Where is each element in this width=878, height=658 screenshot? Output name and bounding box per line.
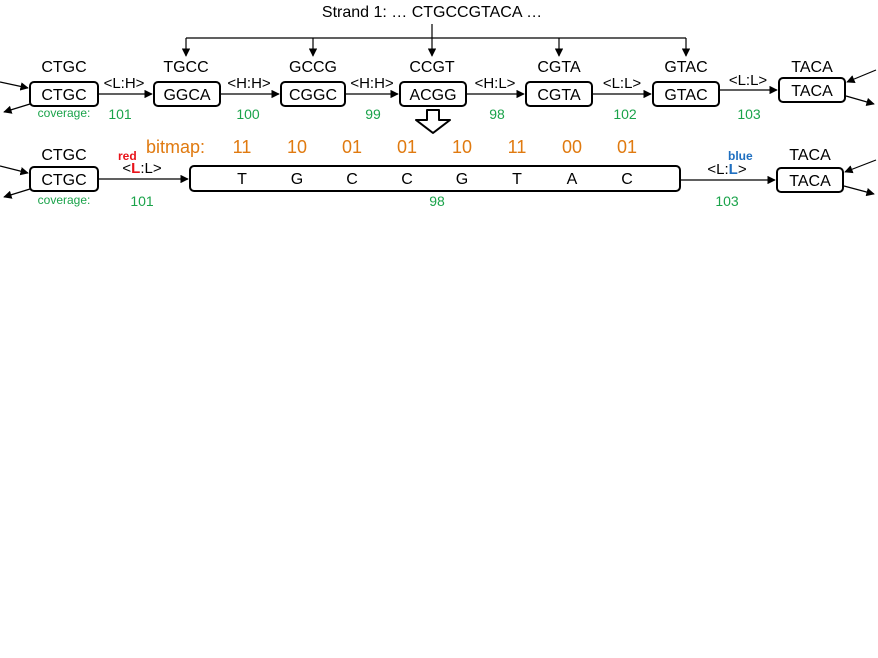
svg-text:TACA: TACA xyxy=(791,83,833,100)
row1-edge-label: <H:H> xyxy=(350,75,394,92)
sequence-base: T xyxy=(512,171,522,188)
row1-coverage-value: 98 xyxy=(489,106,505,122)
row1-coverage-value: 99 xyxy=(365,106,381,122)
row2-graph: CTGC TACA CTGC TACA T G C C G T A C xyxy=(0,147,877,209)
bitmap-value: 01 xyxy=(397,137,417,157)
row1-node-label: CGTA xyxy=(537,59,581,76)
bitmap-value: 11 xyxy=(233,137,252,157)
row1-node-label: CTGC xyxy=(41,59,86,76)
svg-text:CGGC: CGGC xyxy=(289,87,337,104)
row1-coverage-label: coverage: xyxy=(38,106,91,120)
bitmap-value: 00 xyxy=(562,137,582,157)
svg-text:CGTA: CGTA xyxy=(537,87,581,104)
svg-text:CTGC: CTGC xyxy=(41,172,86,189)
row2-node-label: CTGC xyxy=(41,147,86,164)
sequence-base: C xyxy=(621,171,633,188)
bitmap-value: 01 xyxy=(342,137,362,157)
row1-coverage-value: 103 xyxy=(737,106,761,122)
sequence-base: C xyxy=(346,171,358,188)
down-arrow-icon xyxy=(415,109,451,134)
row1-node-box: CTGC xyxy=(29,81,99,107)
sequence-base: A xyxy=(567,171,578,188)
row1-coverage-value: 101 xyxy=(108,106,132,122)
row1-edge-label: <H:L> xyxy=(475,75,516,92)
row1-node-box: CGGC xyxy=(280,81,346,107)
strand-title: Strand 1: … CTGCCGTACA … xyxy=(322,4,542,21)
row1-node-box: GGCA xyxy=(153,81,221,107)
row2-edge-label-left: <L:L> xyxy=(122,160,161,177)
row2-coverage-label: coverage: xyxy=(38,193,91,207)
row1-node-label: GCCG xyxy=(289,59,337,76)
bitmap-value: 11 xyxy=(508,137,527,157)
row1-node-label: CCGT xyxy=(409,59,455,76)
row2-node-box: CTGC xyxy=(29,166,99,192)
row2-node-box: TACA xyxy=(776,167,844,193)
row1-coverage-value: 102 xyxy=(613,106,637,122)
svg-text:TACA: TACA xyxy=(789,173,831,190)
row2-node-label: TACA xyxy=(789,147,831,164)
row2-coverage-value: 103 xyxy=(715,193,739,209)
row1-node-label: TACA xyxy=(791,59,833,76)
row2-edge-tag-blue: blue xyxy=(728,149,753,163)
bitmap-value: 10 xyxy=(287,137,307,157)
row1-node-box: ACGG xyxy=(399,81,467,107)
row1-node-box: GTAC xyxy=(652,81,720,107)
row1-graph: CTGC TGCC GCCG CCGT CGTA GTAC TACA CTGC … xyxy=(0,59,877,122)
row1-edge-label: <L:L> xyxy=(603,75,642,92)
row1-node-label: TGCC xyxy=(163,59,208,76)
bitmap-value: 10 xyxy=(452,137,472,157)
row1-edge-label: <H:H> xyxy=(227,75,271,92)
bitmap-value: 01 xyxy=(617,137,637,157)
row1-node-box: CGTA xyxy=(525,81,593,107)
sequence-base: G xyxy=(456,171,468,188)
row1-coverage-value: 100 xyxy=(236,106,260,122)
row2-coverage-value: 98 xyxy=(429,193,445,209)
bitmap-row: bitmap: 11 10 01 01 10 11 00 01 xyxy=(146,137,637,157)
sequence-base: T xyxy=(237,171,247,188)
row2-coverage-value: 101 xyxy=(130,193,154,209)
svg-text:GTAC: GTAC xyxy=(664,87,707,104)
row1-edge-label: <L:L> xyxy=(729,72,768,89)
svg-text:CTGC: CTGC xyxy=(41,87,86,104)
row1-node-label: GTAC xyxy=(664,59,707,76)
sequence-base: C xyxy=(401,171,413,188)
row2-edge-tag-red: red xyxy=(118,149,137,163)
bitmap-label: bitmap: xyxy=(146,137,205,157)
sequence-base: G xyxy=(291,171,303,188)
row1-node-box: TACA xyxy=(778,77,846,103)
svg-text:ACGG: ACGG xyxy=(409,87,456,104)
row2-edge-label-right: <L:L> xyxy=(707,161,746,178)
strand-bracket xyxy=(181,24,691,57)
compressed-sequence-box: T G C C G T A C xyxy=(189,165,681,192)
row1-edge-label: <L:H> xyxy=(104,75,145,92)
svg-text:GGCA: GGCA xyxy=(163,87,210,104)
